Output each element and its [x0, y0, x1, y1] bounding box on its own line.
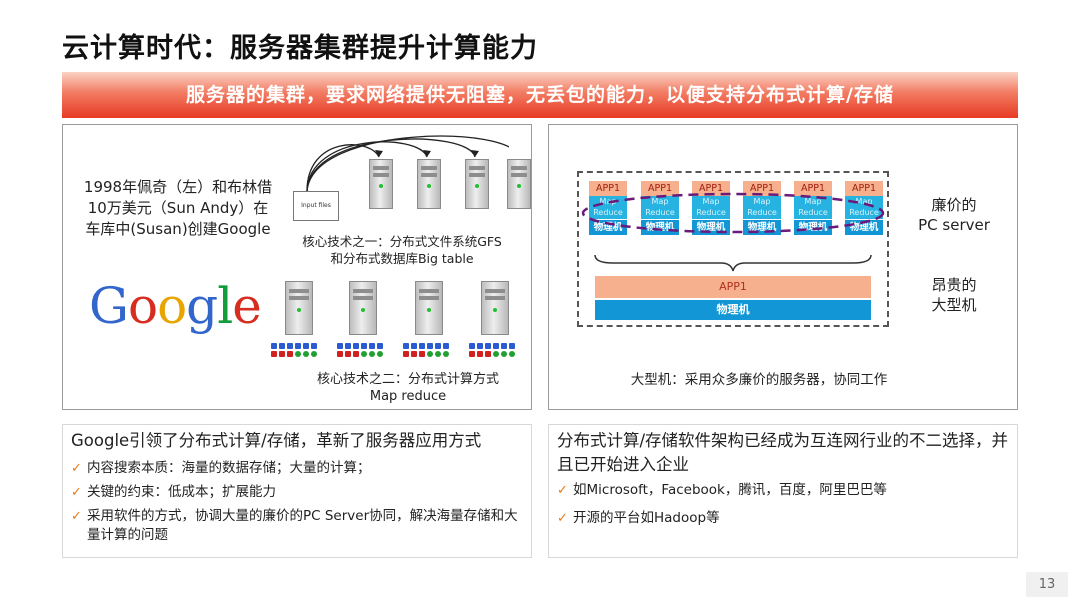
worker-nodes [337, 343, 395, 357]
tech2-caption: 核心技术之二：分布式计算方式 Map reduce [303, 371, 513, 405]
industry-summary-box: 分布式计算/存储软件架构已经成为互连网行业的不二选择，并且已开始进入企业 ✓ 如M… [548, 424, 1018, 558]
map-text: Map [804, 197, 822, 206]
map-text: Map [651, 197, 669, 206]
reduce-text: Reduce [593, 208, 623, 217]
google-logo: Google [89, 277, 262, 335]
mapreduce-highlight-ellipse [581, 192, 885, 234]
reduce-text: Reduce [645, 208, 675, 217]
google-summary-box: Google引领了分布式计算/存储，革新了服务器应用方式 ✓ 内容搜索本质：海量的… [62, 424, 532, 558]
google-history-panel: 1998年佩奇（左）和布林借10万美元（Sun Andy）在车库中(Susan)… [62, 124, 532, 410]
list-item-text: 如Microsoft，Facebook，腾讯，百度，阿里巴巴等 [573, 482, 887, 498]
physical-machine-label: 物理机 [589, 220, 627, 235]
mapreduce-server-icon [285, 281, 313, 335]
google-summary-list: ✓ 内容搜索本质：海量的数据存储；大量的计算； ✓ 关键的约束：低成本；扩展能力 ✓… [71, 459, 523, 550]
reduce-text: Reduce [798, 208, 828, 217]
logo-letter-g2: g [186, 277, 218, 335]
mapreduce-server-icon [349, 281, 377, 335]
logo-letter-e: e [232, 277, 262, 335]
tech1-line1: 核心技术之一：分布式文件系统GFS [302, 234, 502, 249]
gfs-server-icon [465, 159, 489, 209]
map-text: Map [702, 197, 720, 206]
list-item: ✓ 如Microsoft，Facebook，腾讯，百度，阿里巴巴等 [557, 481, 1009, 500]
list-item: ✓ 内容搜索本质：海量的数据存储；大量的计算； [71, 459, 523, 478]
slide-title: 云计算时代：服务器集群提升计算能力 [62, 33, 538, 64]
logo-letter-o1: o [127, 277, 158, 335]
reduce-text: Reduce [849, 208, 879, 217]
cluster-dashed-frame [577, 171, 889, 327]
brace-icon [594, 254, 872, 272]
input-files-icon: Input files [293, 191, 339, 221]
reduce-text: Reduce [696, 208, 726, 217]
reduce-text: Reduce [747, 208, 777, 217]
worker-nodes [403, 343, 461, 357]
cluster-caption: 大型机：采用众多廉价的服务器，协同工作 [630, 372, 888, 388]
mainframe-line1: 昂贵的 [931, 276, 977, 294]
gfs-server-icon [369, 159, 393, 209]
app-label: APP1 [794, 181, 832, 196]
list-item-text: 采用软件的方式，协调大量的廉价的PC Server协同，解决海量存储和大量计算的… [87, 508, 518, 543]
check-icon: ✓ [71, 509, 82, 524]
banner: 服务器的集群，要求网络提供无阻塞，无丢包的能力，以便支持分布式计算/存储 [62, 72, 1018, 118]
gfs-arrows [306, 135, 509, 192]
list-item: ✓ 开源的平台如Hadoop等 [557, 509, 1009, 528]
logo-letter-l: l [217, 277, 233, 335]
app-label: APP1 [845, 181, 883, 196]
list-item: ✓ 采用软件的方式，协调大量的廉价的PC Server协同，解决海量存储和大量计算… [71, 507, 523, 545]
pc-server-line2: PC server [918, 216, 990, 234]
app-label: APP1 [589, 181, 627, 196]
physical-machine-label: 物理机 [794, 220, 832, 235]
check-icon: ✓ [557, 483, 568, 498]
input-files-label: Input files [301, 202, 331, 209]
mainframe-label: 昂贵的 大型机 [909, 275, 999, 315]
page-number: 13 [1026, 572, 1068, 597]
mainframe-app-bar: APP1 [595, 276, 871, 298]
worker-nodes [271, 343, 329, 357]
tech2-line2: Map reduce [369, 389, 447, 404]
app-label: APP1 [641, 181, 679, 196]
check-icon: ✓ [557, 511, 568, 526]
mapreduce-server-icon [415, 281, 443, 335]
logo-letter-g: G [89, 277, 129, 335]
check-icon: ✓ [71, 461, 82, 476]
history-text: 1998年佩奇（左）和布林借10万美元（Sun Andy）在车库中(Susan)… [83, 178, 273, 238]
map-text: Map [855, 197, 873, 206]
check-icon: ✓ [71, 485, 82, 500]
list-item-text: 关键的约束：低成本；扩展能力 [87, 484, 276, 500]
map-text: Map [599, 197, 617, 206]
list-item: ✓ 关键的约束：低成本；扩展能力 [71, 483, 523, 502]
google-summary-heading: Google引领了分布式计算/存储，革新了服务器应用方式 [71, 431, 482, 450]
mainframe-line2: 大型机 [931, 296, 977, 314]
list-item-text: 开源的平台如Hadoop等 [573, 510, 720, 526]
gfs-server-icon [507, 159, 531, 209]
list-item-text: 内容搜索本质：海量的数据存储；大量的计算； [87, 460, 371, 476]
industry-summary-list: ✓ 如Microsoft，Facebook，腾讯，百度，阿里巴巴等 ✓ 开源的平台如… [557, 481, 1009, 533]
mainframe-physical-bar: 物理机 [595, 300, 871, 320]
mapreduce-server-icon [481, 281, 509, 335]
physical-machine-label: 物理机 [845, 220, 883, 235]
logo-letter-o2: o [157, 277, 187, 335]
gfs-server-icon [417, 159, 441, 209]
pc-server-label: 廉价的 PC server [909, 195, 999, 235]
worker-nodes [469, 343, 527, 357]
tech1-caption: 核心技术之一：分布式文件系统GFS 和分布式数据库Big table [287, 233, 517, 267]
tech1-line2: 和分布式数据库Big table [330, 251, 474, 266]
app-label: APP1 [692, 181, 730, 196]
app-label: APP1 [743, 181, 781, 196]
tech2-line1: 核心技术之二：分布式计算方式 [316, 372, 499, 387]
industry-summary-heading: 分布式计算/存储软件架构已经成为互连网行业的不二选择，并且已开始进入企业 [557, 431, 1009, 474]
map-text: Map [753, 197, 771, 206]
pc-server-line1: 廉价的 [931, 196, 977, 214]
